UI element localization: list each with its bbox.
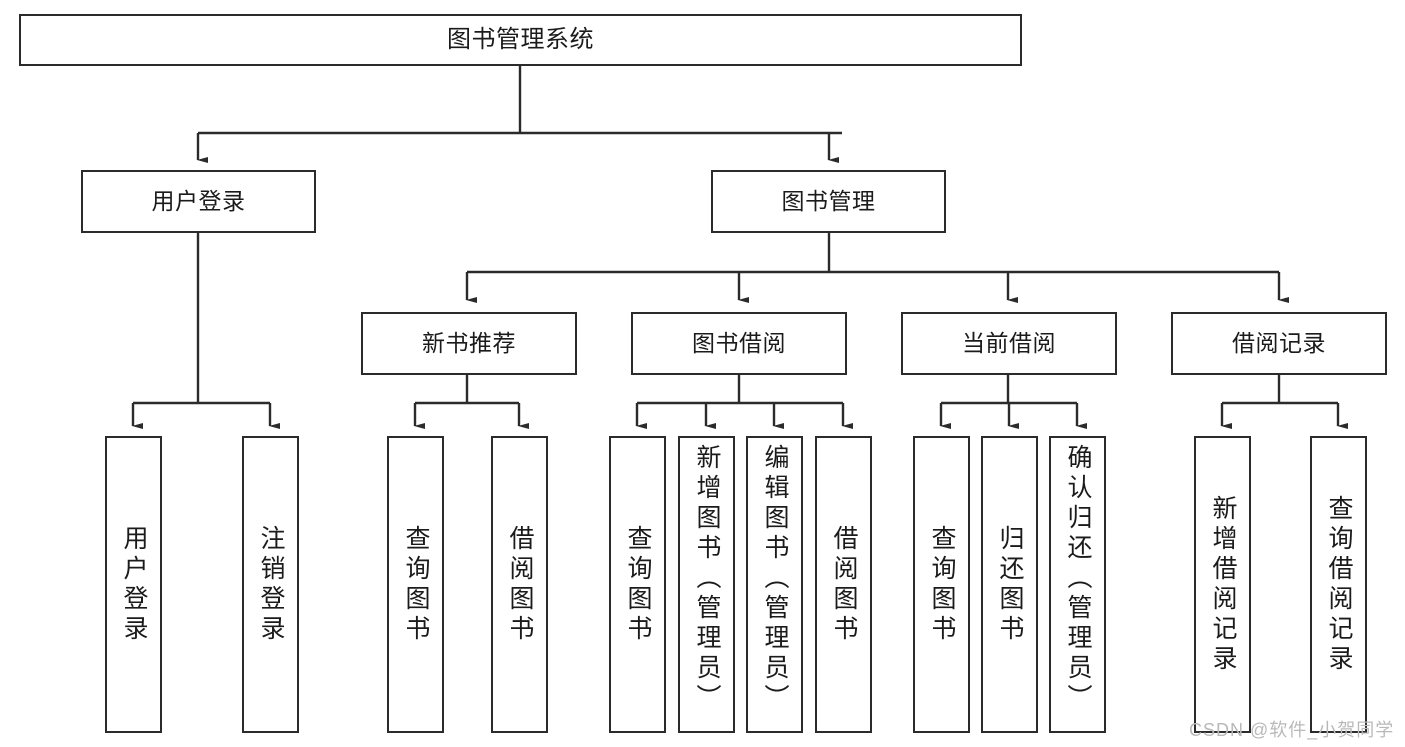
node-new-book-recommend-label: 新书推荐 xyxy=(422,330,516,357)
leaf-add-record[interactable]: 新增借阅记录 xyxy=(1194,436,1251,733)
node-current-borrow-label: 当前借阅 xyxy=(962,330,1056,357)
leaf-return-book-label: 归还图书 xyxy=(996,524,1024,645)
leaf-edit-book-label: 编辑图书（管理员） xyxy=(761,444,789,714)
node-new-book-recommend[interactable]: 新书推荐 xyxy=(361,312,577,375)
node-root-label: 图书管理系统 xyxy=(447,26,594,54)
leaf-query-book-a-label: 查询图书 xyxy=(402,524,430,645)
leaf-user-logout-label: 注销登录 xyxy=(257,524,285,645)
leaf-query-book-a[interactable]: 查询图书 xyxy=(387,436,444,733)
leaf-add-record-label: 新增借阅记录 xyxy=(1209,494,1237,675)
leaf-borrow-book-a-label: 借阅图书 xyxy=(506,524,534,645)
node-book-borrow[interactable]: 图书借阅 xyxy=(631,312,847,375)
node-borrow-record-label: 借阅记录 xyxy=(1232,330,1326,357)
node-book-management-label: 图书管理 xyxy=(781,188,876,215)
leaf-query-book-c[interactable]: 查询图书 xyxy=(913,436,970,733)
leaf-borrow-book-b[interactable]: 借阅图书 xyxy=(815,436,872,733)
leaf-borrow-book-b-label: 借阅图书 xyxy=(830,524,858,645)
node-root[interactable]: 图书管理系统 xyxy=(19,14,1022,66)
leaf-return-book[interactable]: 归还图书 xyxy=(981,436,1038,733)
leaf-user-logout[interactable]: 注销登录 xyxy=(242,436,299,733)
leaf-add-book-label: 新增图书（管理员） xyxy=(693,444,721,714)
leaf-edit-book[interactable]: 编辑图书（管理员） xyxy=(746,436,803,733)
node-user-login[interactable]: 用户登录 xyxy=(81,170,316,233)
leaf-confirm-return-label: 确认归还（管理员） xyxy=(1064,444,1092,714)
leaf-query-record-label: 查询借阅记录 xyxy=(1325,494,1353,675)
node-borrow-record[interactable]: 借阅记录 xyxy=(1171,312,1387,375)
leaf-add-book[interactable]: 新增图书（管理员） xyxy=(678,436,735,733)
leaf-borrow-book-a[interactable]: 借阅图书 xyxy=(491,436,548,733)
leaf-user-login[interactable]: 用户登录 xyxy=(105,436,162,733)
node-book-management[interactable]: 图书管理 xyxy=(711,170,946,233)
leaf-query-record[interactable]: 查询借阅记录 xyxy=(1310,436,1367,733)
node-book-borrow-label: 图书借阅 xyxy=(692,330,786,357)
leaf-query-book-b[interactable]: 查询图书 xyxy=(609,436,666,733)
leaf-query-book-c-label: 查询图书 xyxy=(928,524,956,645)
leaf-confirm-return[interactable]: 确认归还（管理员） xyxy=(1049,436,1106,733)
leaf-user-login-label: 用户登录 xyxy=(120,524,148,645)
node-user-login-label: 用户登录 xyxy=(151,188,246,215)
node-current-borrow[interactable]: 当前借阅 xyxy=(901,312,1117,375)
leaf-query-book-b-label: 查询图书 xyxy=(624,524,652,645)
